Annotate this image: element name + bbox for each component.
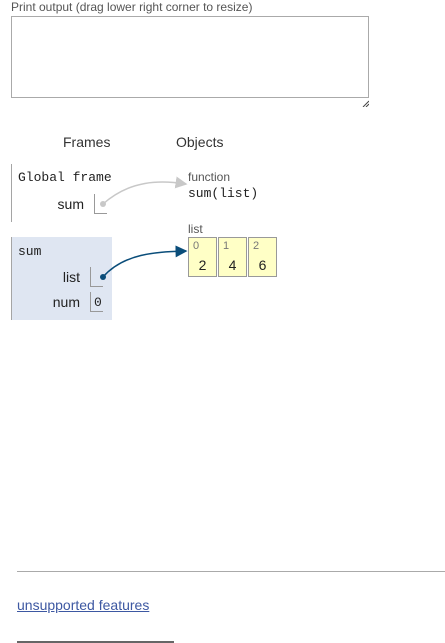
bottom-scrollbar[interactable] [17, 641, 174, 643]
sum-list-pointer [100, 245, 188, 280]
sum-var-num-slot [90, 292, 103, 312]
list-cell-index: 2 [253, 240, 260, 252]
pointer-line [102, 245, 188, 278]
sum-var-list-name: list [62, 269, 80, 285]
print-output-label: Print output (drag lower right corner to… [11, 0, 253, 14]
resize-grip-icon[interactable] [362, 100, 369, 107]
global-var-sum-name: sum [57, 196, 84, 212]
objects-header: Objects [176, 134, 224, 150]
footer-divider [17, 571, 445, 572]
list-cell-value: 2 [198, 257, 207, 273]
function-type-label: function [188, 170, 231, 184]
list-cell: 0 2 [188, 237, 217, 277]
sum-var-num-value: 0 [94, 295, 102, 310]
list-cell-value: 6 [258, 257, 267, 273]
global-frame-title: Global frame [18, 170, 112, 185]
function-signature: sum(list) [188, 186, 259, 201]
list-cell: 1 4 [218, 237, 247, 277]
pointer-line [102, 176, 188, 205]
list-cell: 2 6 [248, 237, 277, 277]
sum-var-num-name: num [52, 294, 80, 310]
list-cell-index: 1 [223, 240, 230, 252]
global-frame [11, 164, 110, 222]
list-cell-value: 4 [228, 257, 237, 273]
sum-frame-title: sum [18, 244, 42, 259]
print-output-box[interactable] [11, 16, 369, 98]
sum-frame [11, 237, 112, 320]
global-var-sum-value [94, 194, 107, 214]
list-cell-index: 0 [193, 240, 200, 252]
sum-var-list-value [90, 267, 103, 287]
frames-header: Frames [63, 134, 111, 150]
unsupported-features-link[interactable]: unsupported features [17, 597, 150, 613]
list-type-label: list [188, 222, 203, 236]
global-sum-pointer [100, 176, 188, 207]
